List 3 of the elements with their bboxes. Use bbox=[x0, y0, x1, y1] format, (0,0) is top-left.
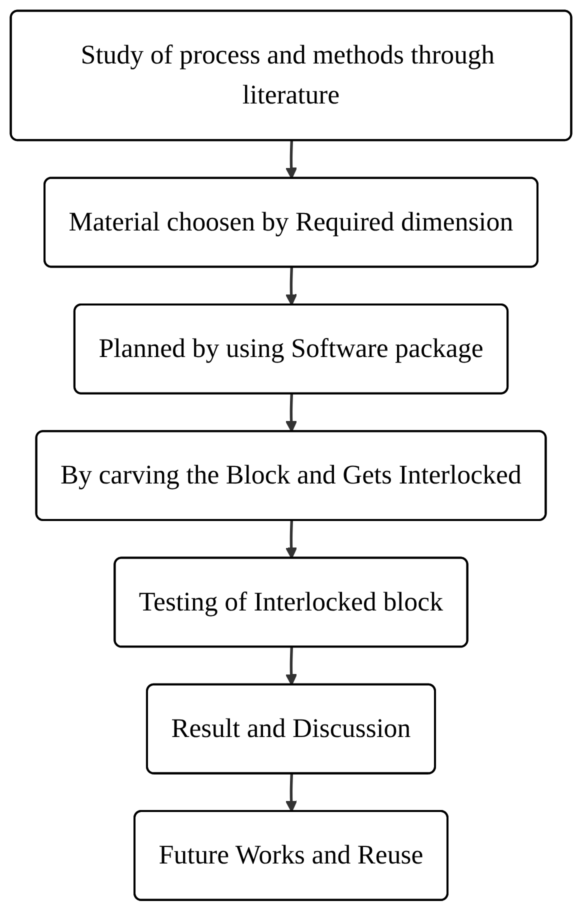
arrow bbox=[285, 774, 298, 812]
arrow bbox=[285, 394, 298, 432]
arrow bbox=[285, 520, 298, 559]
